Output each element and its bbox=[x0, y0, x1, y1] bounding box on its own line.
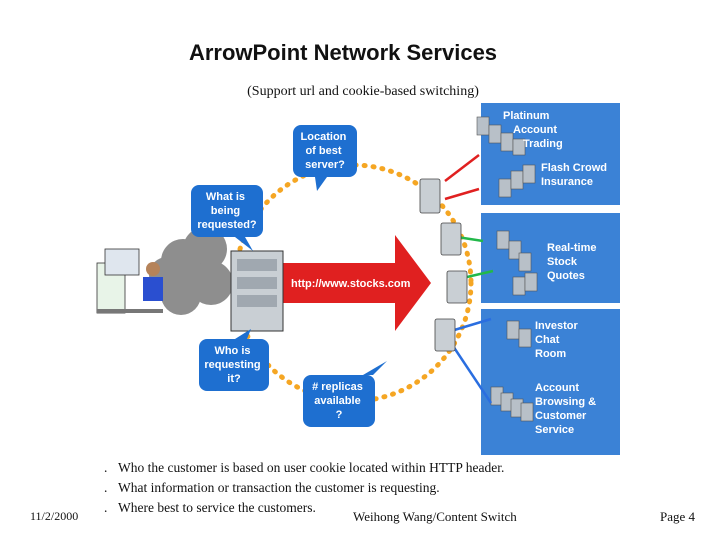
bullet-list: . Who the customer is based on user cooki… bbox=[104, 458, 504, 518]
bullet-marker: . bbox=[104, 460, 108, 475]
footer-author: Weihong Wang/Content Switch bbox=[353, 509, 517, 524]
service-label-chat: Investor Chat Room bbox=[535, 320, 581, 360]
slide-subtitle: (Support url and cookie-based switching) bbox=[247, 84, 479, 99]
footer-page-number: Page 4 bbox=[660, 509, 696, 524]
service-panel-chat bbox=[481, 309, 620, 369]
svg-text:Who is requesting: Who is requesting it? bbox=[204, 345, 263, 385]
internet-cloud bbox=[149, 227, 233, 315]
service-label-browsing: Account Browsing & Customer Service bbox=[535, 382, 599, 436]
service-label-flash: Flash Crowd Insurance bbox=[541, 162, 610, 188]
request-arrow bbox=[233, 235, 431, 331]
slide-title: ArrowPoint Network Services bbox=[188, 40, 498, 65]
bubble-replicas: # replicas available ? bbox=[303, 361, 387, 427]
bullet-text: Who the customer is based on user cookie… bbox=[118, 460, 505, 475]
bullet-item: . What information or transaction the cus… bbox=[104, 478, 504, 498]
bubble-who: Who is requesting it? bbox=[199, 329, 269, 391]
content-switch bbox=[230, 250, 284, 332]
bullet-item: . Who the customer is based on user cooki… bbox=[104, 458, 504, 478]
footer-date: 11/2/2000 bbox=[30, 509, 79, 523]
bullet-item: . Where best to service the customers. bbox=[104, 498, 504, 518]
svg-text:# replicas available: # replicas available ? bbox=[312, 381, 366, 421]
bullet-marker: . bbox=[104, 480, 108, 495]
user-workstation-icon bbox=[96, 248, 163, 314]
service-label-quotes: Real-time Stock Quotes bbox=[547, 242, 600, 282]
service-label-platinum: Platinum Account Trading bbox=[503, 110, 563, 150]
network-diagram-svg: Platinum Account Trading Flash Crowd Ins… bbox=[96, 103, 620, 455]
svg-text:Location of best: Location of best server? bbox=[301, 131, 350, 171]
request-url-label: http://www.stocks.com bbox=[291, 278, 411, 290]
service-panel-browsing bbox=[481, 369, 620, 455]
server-stacks bbox=[476, 116, 538, 422]
service-panel-quotes bbox=[481, 213, 620, 303]
network-diagram: Platinum Account Trading Flash Crowd Ins… bbox=[95, 103, 620, 455]
bullet-text: What information or transaction the cust… bbox=[118, 480, 440, 495]
bullet-marker: . bbox=[104, 500, 108, 515]
service-arrows bbox=[444, 154, 494, 404]
bubble-what: What is being requested? bbox=[191, 185, 263, 251]
bullet-text: Where best to service the customers. bbox=[118, 500, 316, 515]
svg-text:What is being: What is being requested? bbox=[197, 191, 257, 231]
bubble-location: Location of best server? bbox=[293, 125, 357, 191]
replica-servers bbox=[419, 178, 468, 352]
